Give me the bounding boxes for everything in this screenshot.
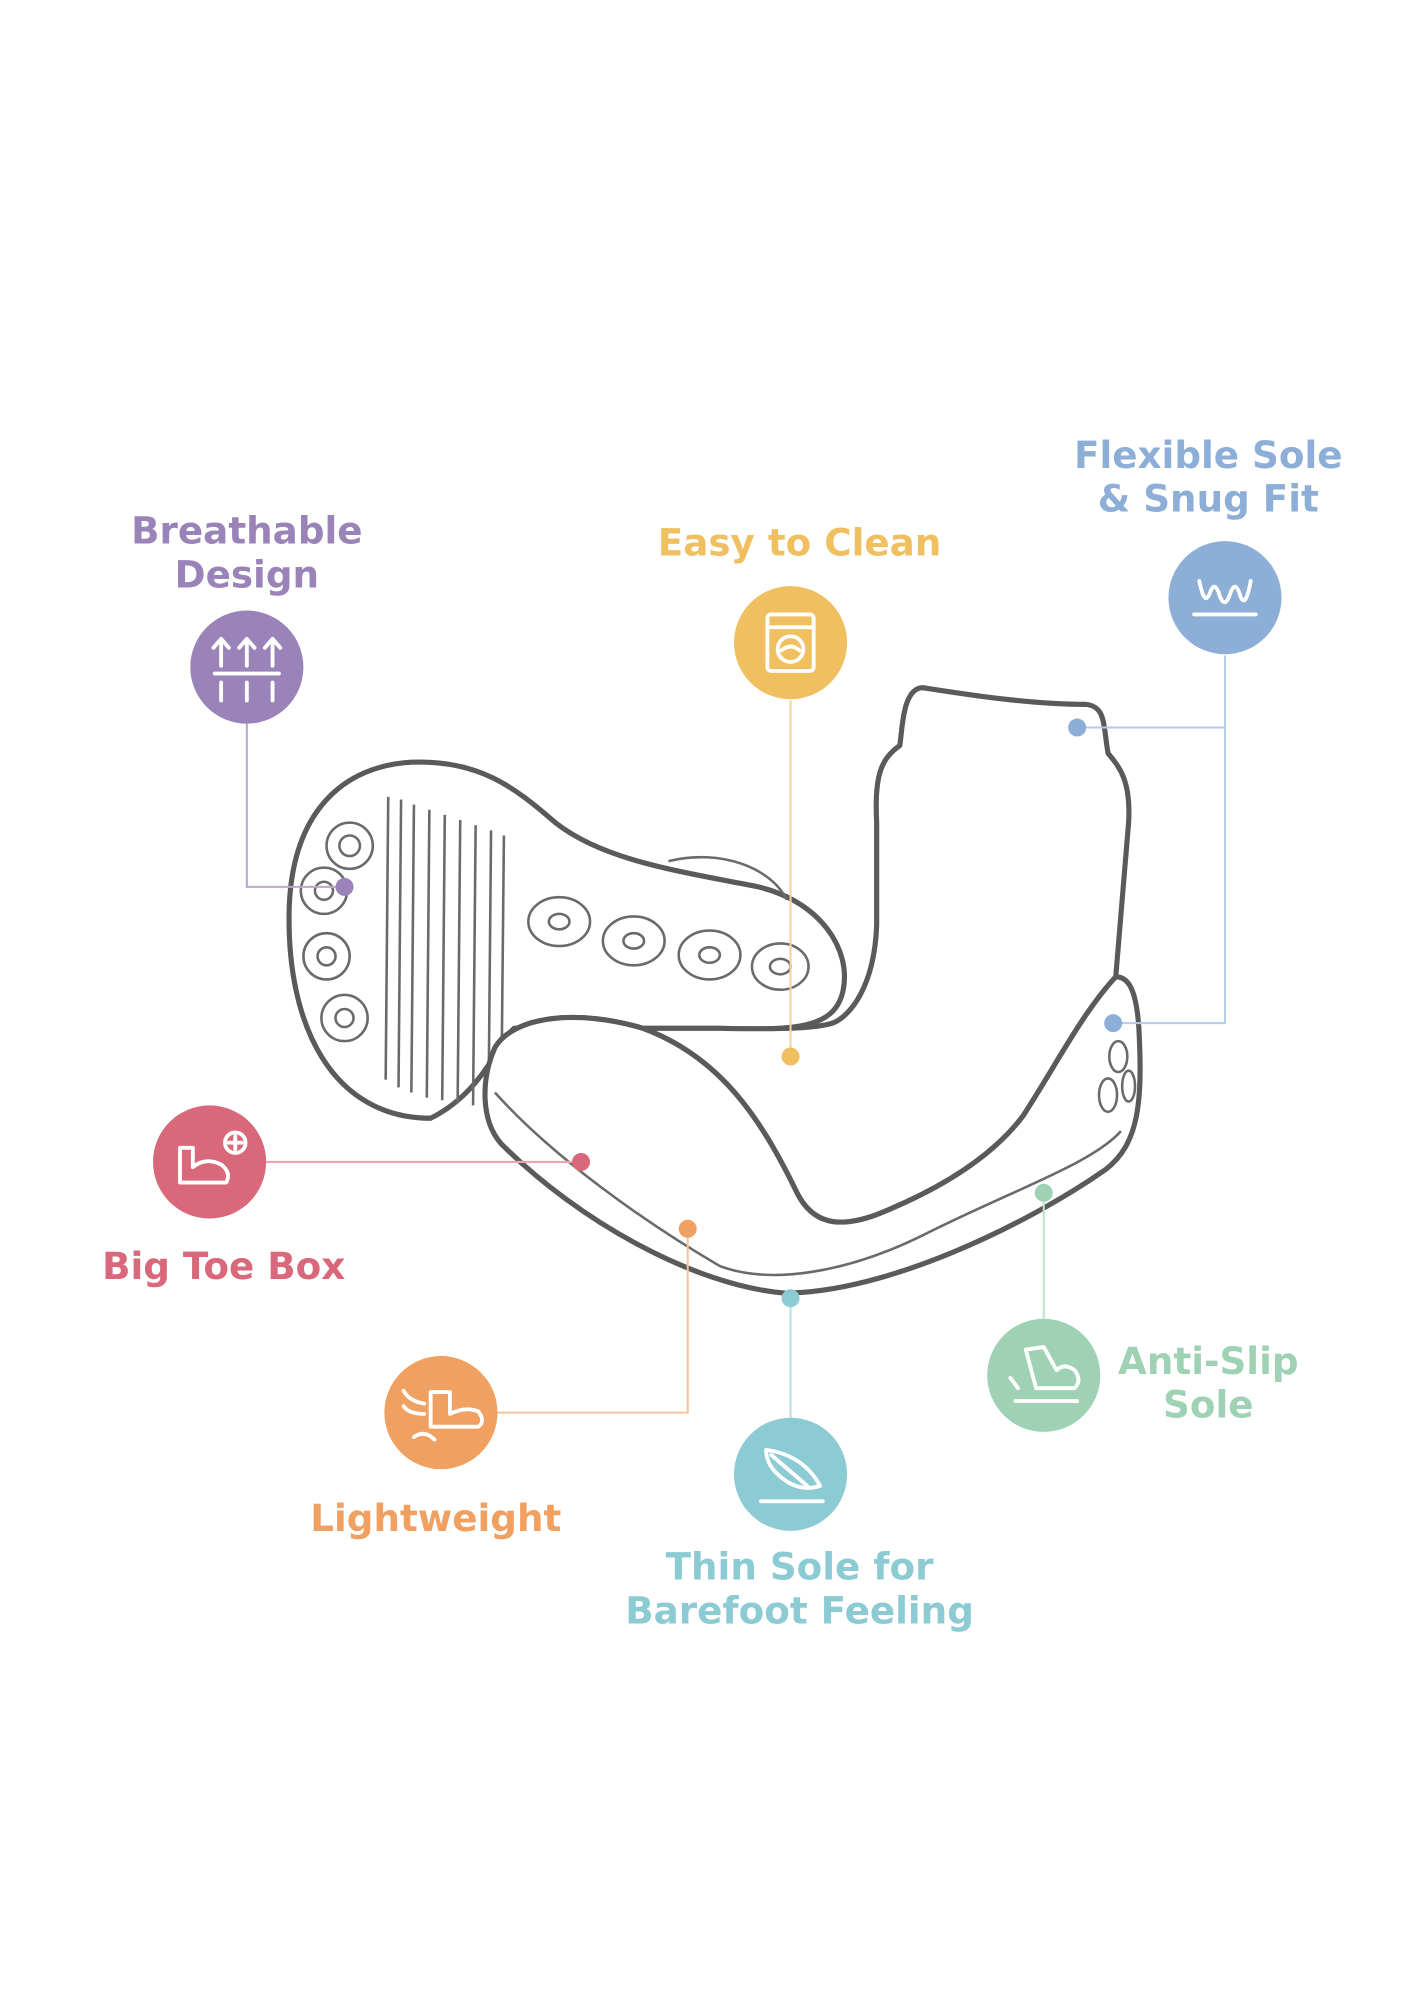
feature-big-toe-box: Big Toe Box bbox=[102, 1105, 345, 1288]
feature-label-line2: Design bbox=[175, 552, 319, 596]
breathable-arrows-icon bbox=[211, 636, 283, 703]
feature-breathable: Breathable Design bbox=[131, 509, 363, 724]
feature-flexible-sole: Flexible Sole & Snug Fit bbox=[1074, 433, 1343, 655]
feature-easy-to-clean: Easy to Clean bbox=[658, 520, 942, 700]
feature-lightweight: Lightweight bbox=[310, 1356, 561, 1540]
shoe-grip-icon bbox=[1008, 1345, 1081, 1403]
feature-label-line2: & Snug Fit bbox=[1098, 477, 1319, 521]
feature-badge bbox=[987, 1318, 1101, 1432]
wave-flex-icon bbox=[1192, 579, 1258, 617]
feature-label-line2: Sole bbox=[1163, 1383, 1254, 1427]
toe-box-plus-icon bbox=[178, 1130, 248, 1185]
feature-label-line1: Lightweight bbox=[310, 1496, 561, 1540]
feather-icon bbox=[759, 1447, 825, 1504]
feature-label-line2: Barefoot Feeling bbox=[625, 1588, 974, 1632]
feature-badge bbox=[733, 1417, 848, 1531]
feature-label-line1: Breathable bbox=[131, 509, 362, 553]
feature-badge bbox=[733, 586, 848, 700]
feature-badge bbox=[384, 1356, 498, 1470]
feature-thin-sole: Thin Sole for Barefoot Feeling bbox=[625, 1417, 974, 1632]
winged-shoe-icon bbox=[401, 1388, 484, 1442]
shoe-outsole bbox=[482, 974, 1143, 1296]
feature-label-line1: Easy to Clean bbox=[658, 520, 942, 564]
feature-badge bbox=[1168, 541, 1282, 655]
feature-label-line1: Anti-Slip bbox=[1118, 1339, 1299, 1383]
shoe-illustration bbox=[286, 685, 1143, 1296]
feature-label-line1: Thin Sole for bbox=[666, 1545, 935, 1589]
connector-lines bbox=[245, 655, 1227, 1418]
connector-dots bbox=[335, 718, 1123, 1308]
feature-label-line1: Big Toe Box bbox=[102, 1244, 345, 1288]
feature-label-line1: Flexible Sole bbox=[1074, 433, 1343, 477]
washing-machine-icon bbox=[765, 612, 816, 673]
feature-anti-slip: Anti-Slip Sole bbox=[987, 1318, 1299, 1432]
